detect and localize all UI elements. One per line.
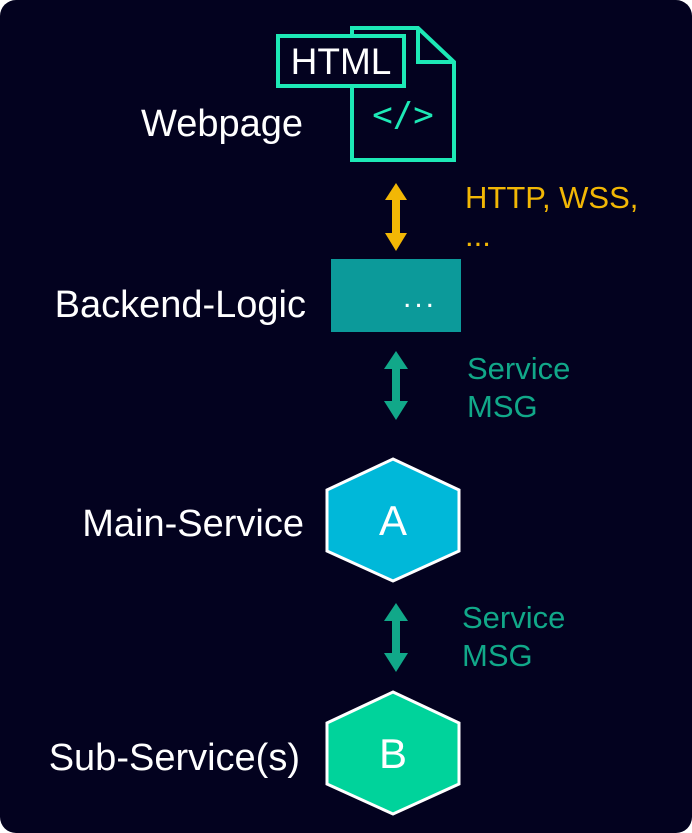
service-msg-note-2: Service MSG xyxy=(462,599,565,675)
service-msg-arrow-2 xyxy=(384,603,408,672)
http-note-line1: HTTP, WSS, xyxy=(465,180,639,215)
service-msg-note-2-line2: MSG xyxy=(462,638,533,673)
service-msg-note-1-line1: Service xyxy=(467,351,571,386)
service-msg-note-1: Service MSG xyxy=(467,350,570,426)
sub-service-node xyxy=(325,690,461,816)
backend-logic-box xyxy=(331,259,461,332)
html-badge-text: HTML xyxy=(290,41,392,82)
html-file-icon xyxy=(276,26,456,162)
webpage-label: Webpage xyxy=(141,103,303,145)
http-note-line2: ... xyxy=(465,218,491,253)
http-note: HTTP, WSS, ... xyxy=(465,179,638,255)
main-service-label: Main-Service xyxy=(82,503,304,545)
service-msg-note-1-line2: MSG xyxy=(467,389,538,424)
backend-box-text: ... xyxy=(402,281,437,314)
main-service-node-letter: A xyxy=(378,497,407,544)
code-glyph: </> xyxy=(372,95,434,135)
backend-logic-label: Backend-Logic xyxy=(54,284,306,326)
service-msg-arrow-1 xyxy=(384,351,408,420)
http-arrow xyxy=(385,183,407,251)
service-msg-note-2-line1: Service xyxy=(462,600,566,635)
sub-service-label: Sub-Service(s) xyxy=(48,737,300,779)
html-badge-frame xyxy=(276,34,406,88)
main-service-node xyxy=(325,457,461,583)
sub-service-node-letter: B xyxy=(378,730,407,777)
